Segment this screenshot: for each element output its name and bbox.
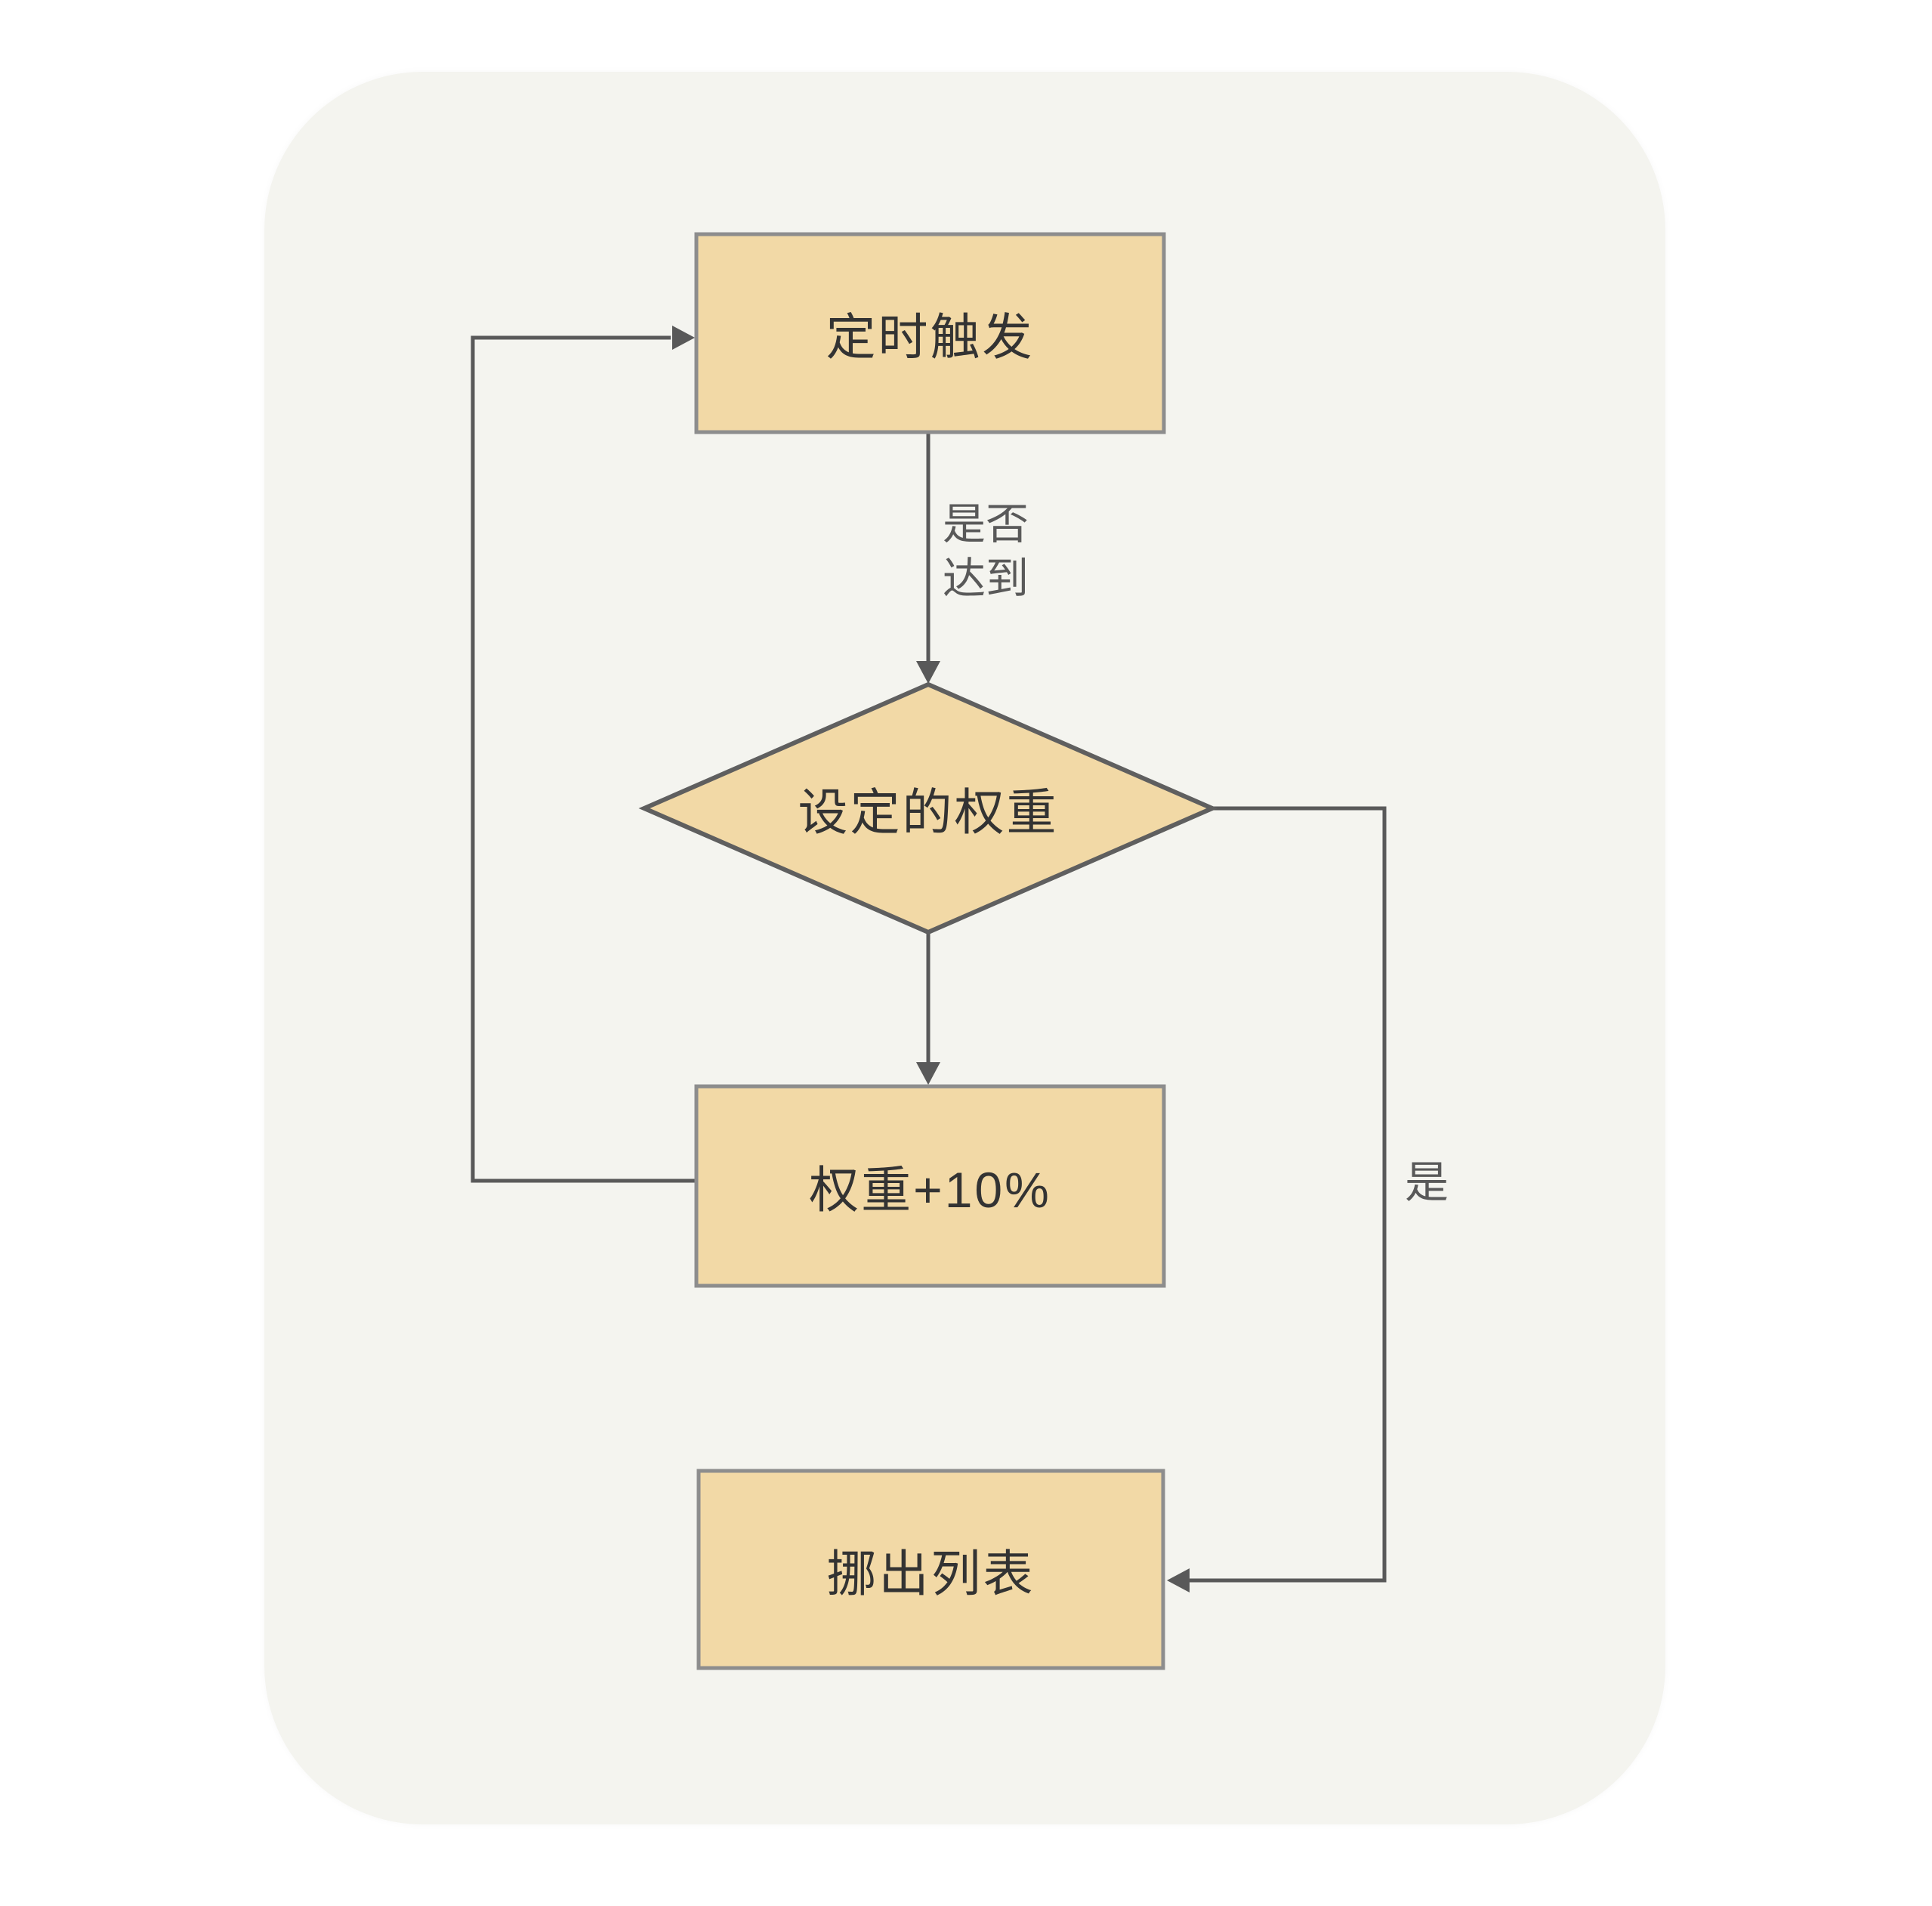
arrowhead-into-increment-icon (916, 1062, 940, 1085)
arrowhead-into-remove-icon (1167, 1568, 1190, 1592)
node-increment-shape (694, 1084, 1166, 1288)
edge-label-condition-line1: 是否 (943, 500, 1029, 548)
edge-decision-to-remove (1190, 806, 1387, 1583)
node-remove-label: 挪出列表 (826, 1545, 1035, 1602)
node-start-label: 定时触发 (826, 309, 1035, 365)
edge-label-condition: 是否 达到 (943, 497, 1029, 606)
edge-label-condition-line2: 达到 (943, 555, 1029, 603)
edge-increment-to-start (471, 335, 696, 1183)
node-increment-label: 权重+10% (809, 1162, 1051, 1218)
arrowhead-into-start-icon (672, 326, 695, 350)
arrowhead-into-decision-icon (916, 661, 940, 684)
node-remove-shape (696, 1469, 1165, 1670)
node-decision-label: 设定的权重 (798, 784, 1059, 840)
edge-label-yes: 是 (1405, 1158, 1449, 1207)
node-decision-shape (638, 681, 1218, 935)
node-start-shape (694, 232, 1166, 434)
